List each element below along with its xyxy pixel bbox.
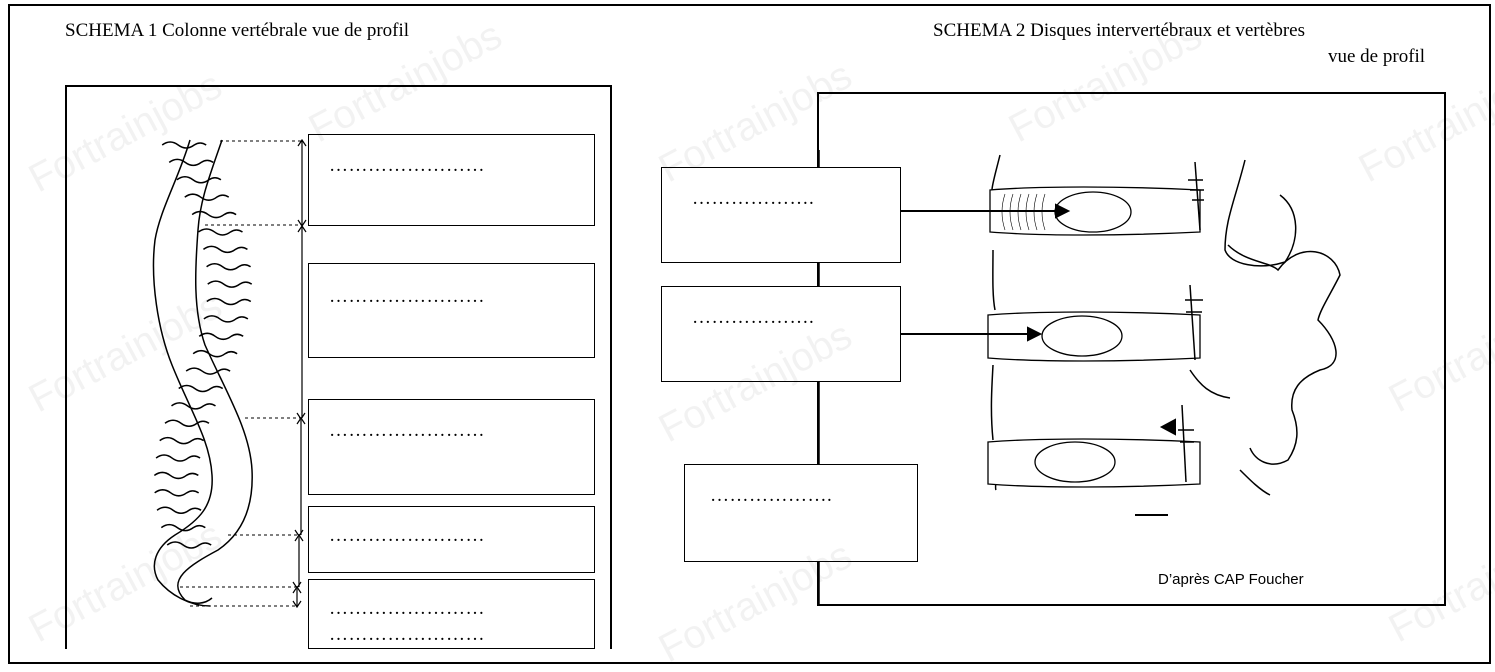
schema1-panel [65,85,612,649]
vertebra-stroke [156,506,202,514]
schema1-label-box-3[interactable]: …………………… [308,399,595,495]
schema2-label-box-1[interactable]: ………………. [661,167,901,263]
vertebra-stroke [176,176,222,184]
schema2-subtitle: vue de profil [1328,46,1426,67]
arrows [901,203,1176,436]
vertebra-stroke [154,489,200,497]
vertebra-stroke [206,297,252,306]
vertebrae-illustration [990,154,1341,496]
vertebra-stroke [191,210,237,219]
disc-2 [987,311,1201,362]
vertebra-stroke [166,541,212,549]
vertebra-stroke [161,141,207,149]
disc-3 [987,438,1201,488]
vertebra-stroke [164,419,210,428]
vertebra-stroke [184,193,230,201]
schema1-label-box-1[interactable]: …………………… [308,134,595,226]
spine-illustration [152,139,253,607]
blank-line: ………………. [710,485,833,506]
schema1-label-box-2[interactable]: …………………… [308,263,595,358]
blank-line: …………………… [329,598,485,619]
blank-line-2: …………………… [329,624,485,645]
schema1-label-box-4[interactable]: …………………… [308,506,595,573]
ligament-marks [1178,161,1204,483]
schema1-title: SCHEMA 1 Colonne vertébrale vue de profi… [65,20,410,41]
vertebra-stroke [198,332,244,341]
vertebra-stroke [202,245,248,254]
blank-line: ………………. [692,307,815,328]
vertebra-stroke [171,402,216,410]
source-credit: D’après CAP Foucher [1158,571,1304,588]
diagram-drawing [65,85,1446,649]
vertebra-stroke [178,384,224,393]
vertebra-stroke [207,280,253,288]
level-guides [180,140,302,607]
vertebra-stroke [160,523,206,532]
blank-line: …………………… [329,286,485,307]
vertebra-stroke [159,436,205,445]
vertebra-stroke [192,349,238,358]
schema1-label-box-5[interactable]: …………………… …………………… [308,579,595,649]
vertebra-stroke [206,262,252,271]
vertebra-stroke [153,471,199,480]
vertebra-stroke [168,158,214,167]
schema2-label-box-3[interactable]: ………………. [684,464,918,562]
vertebra-stroke [155,454,201,462]
schema2-title: SCHEMA 2 Disques intervertébraux et vert… [933,20,1305,41]
vertebra-stroke [185,367,231,375]
blank-line: ………………. [692,188,815,209]
blank-line: …………………… [329,420,485,441]
vertebra-stroke [203,315,249,323]
disc-1 [989,186,1201,236]
vertebra-stroke [198,228,243,236]
schema2-label-box-2[interactable]: ………………. [661,286,901,382]
level-brackets [292,138,307,609]
blank-line: …………………… [329,525,485,546]
blank-line: …………………… [329,155,485,176]
